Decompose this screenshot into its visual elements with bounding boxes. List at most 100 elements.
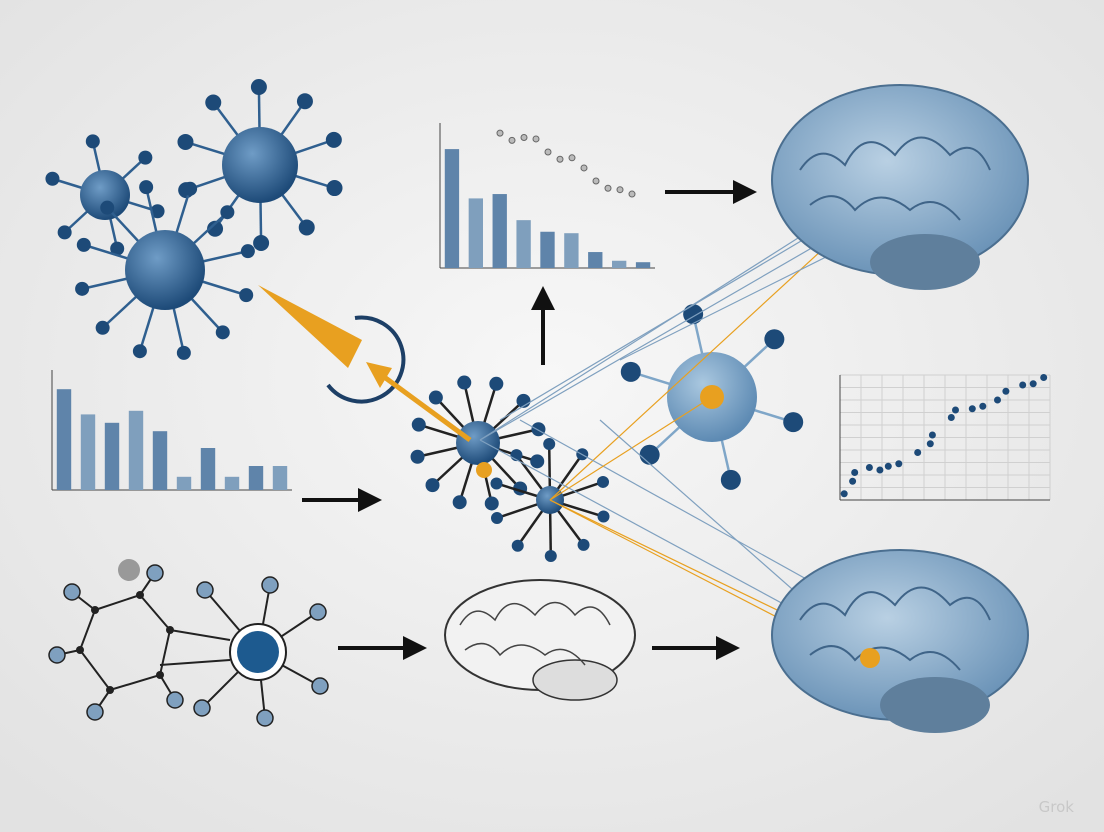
connection-line	[479, 219, 861, 441]
dendrite-knob	[220, 205, 235, 220]
molecule-nodes	[48, 559, 329, 727]
molecule-vertex	[156, 671, 164, 679]
dendrite-knob	[544, 549, 557, 562]
data-dot	[520, 134, 528, 141]
data-dot	[604, 184, 612, 192]
dendrite-knob	[110, 241, 125, 256]
neuron-cell	[45, 134, 165, 256]
dendrite-knob	[239, 288, 254, 303]
bar	[80, 414, 96, 490]
molecule-vertex	[136, 591, 144, 599]
dendrite-knob	[183, 181, 198, 196]
bar	[128, 410, 144, 490]
grok-watermark: Grok	[1038, 798, 1074, 816]
dendrite-knob	[410, 449, 425, 464]
dendrite-knob	[177, 133, 194, 150]
dendrite-knob	[597, 510, 610, 523]
dendrite-knob	[215, 325, 230, 340]
dendrite-knob	[240, 244, 255, 259]
molecule-node	[193, 699, 211, 717]
orange-node	[476, 462, 492, 478]
neuron-cell	[177, 79, 343, 251]
dendrite-knob	[639, 444, 660, 465]
dendrite-knob	[76, 237, 91, 252]
dendrite-knob	[425, 478, 440, 493]
neuron-cell	[75, 180, 255, 360]
bar	[152, 431, 168, 490]
dendrite-knob	[139, 180, 154, 195]
cell-body	[125, 230, 205, 310]
dendrite-knob	[720, 469, 741, 490]
bar	[272, 466, 288, 490]
molecule-node	[48, 646, 66, 664]
molecule-node	[311, 677, 329, 695]
scatter-point	[876, 466, 884, 474]
dendrite-knob	[100, 200, 115, 215]
dendrite-knob	[543, 438, 556, 451]
top-bar-chart	[439, 123, 655, 269]
molecule-node	[196, 581, 214, 599]
scatter-point	[994, 396, 1001, 404]
scatter-point	[947, 414, 955, 421]
bar	[224, 476, 240, 490]
data-dot	[616, 186, 624, 194]
right-scatter-chart	[839, 374, 1051, 501]
bar	[492, 194, 507, 268]
data-dot	[544, 148, 552, 156]
arc-symbol	[326, 315, 406, 404]
dendrite-knob	[250, 79, 267, 96]
bar	[516, 220, 531, 268]
dendrite-knob	[511, 539, 524, 552]
dendrite-knob	[325, 131, 342, 148]
bar	[200, 448, 216, 490]
scatter-point	[1002, 387, 1010, 395]
dendrite-knob	[597, 475, 610, 488]
molecule-node	[86, 703, 104, 721]
scatter-point	[849, 477, 857, 485]
flow-arrows	[302, 180, 757, 660]
network-hub	[410, 375, 546, 511]
dendrite-knob	[95, 320, 110, 335]
brain-sketch-center	[444, 579, 636, 701]
dendrite-knob	[85, 134, 100, 149]
cell-body	[456, 421, 500, 465]
data-dot	[580, 164, 588, 172]
data-dot	[496, 129, 504, 137]
bar	[588, 252, 603, 268]
dendrite-knob	[132, 344, 147, 359]
scatter-point	[952, 406, 959, 414]
molecule-vertex	[166, 626, 174, 634]
molecule-vertex	[91, 606, 99, 614]
connection-line	[549, 396, 713, 501]
orange-wedge	[258, 285, 362, 368]
dendrite-knob	[531, 422, 546, 437]
dendrite-knob	[577, 538, 590, 551]
dendrite-knob	[296, 93, 313, 110]
dendrite-knob	[207, 220, 224, 237]
data-dot	[628, 190, 636, 198]
dendrite-knob	[176, 345, 191, 360]
scatter-point	[884, 462, 892, 470]
scatter-point	[840, 490, 848, 498]
molecule-node	[63, 583, 81, 601]
scatter-point	[1019, 381, 1027, 389]
bar	[104, 422, 120, 490]
scatter-point	[865, 464, 873, 471]
molecule-node	[309, 603, 327, 621]
scatter-point	[1040, 374, 1048, 381]
left-bar-chart	[51, 370, 292, 491]
connection-line	[549, 214, 861, 501]
dendrite-knob	[205, 94, 222, 111]
scatter-point	[914, 449, 922, 456]
scatter-point	[928, 431, 936, 439]
cell-body	[222, 127, 298, 203]
dendrite-knob	[326, 180, 343, 197]
molecule-vertex	[106, 686, 114, 694]
dendrite-knob	[57, 225, 72, 240]
dendrite-knob	[484, 496, 499, 511]
molecule-gray-atom	[118, 559, 140, 581]
bar	[564, 233, 579, 268]
dendrite-knob	[298, 219, 315, 236]
neuron-cluster	[45, 79, 804, 562]
